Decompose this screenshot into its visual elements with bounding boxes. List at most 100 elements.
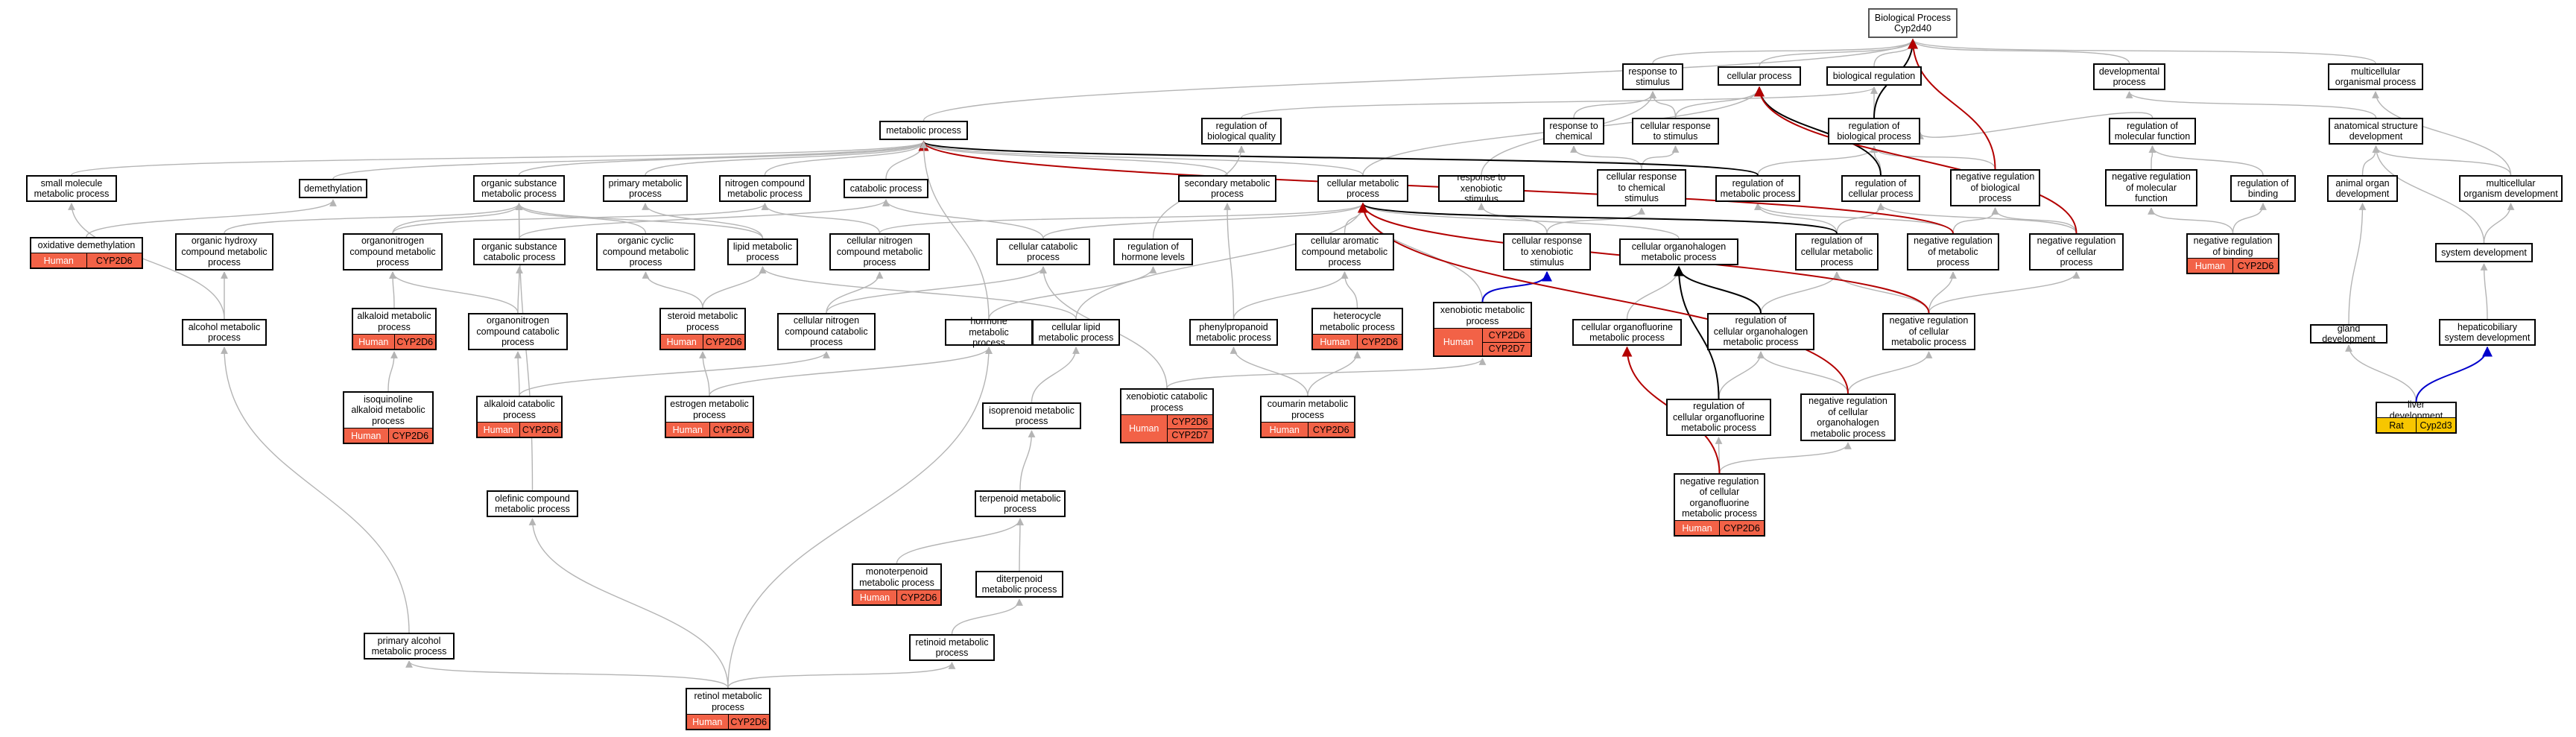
node-negative-regulation-of-cellular-metabolic-process[interactable]: negative regulation of cellular metaboli… [1882, 313, 1975, 350]
node-developmental-process[interactable]: developmental process [2093, 63, 2165, 90]
node-small-molecule-metabolic-process[interactable]: small molecule metabolic process [26, 175, 117, 202]
node-xenobiotic-metabolic-process[interactable]: xenobiotic metabolic process [1433, 302, 1532, 329]
gene-label: CYP2D6 [1171, 416, 1209, 427]
node-steroid-metabolic-process[interactable]: steroid metabolic process [659, 308, 746, 335]
node-estrogen-metabolic-process[interactable]: estrogen metabolic process [665, 396, 754, 423]
node-organic-substance-catabolic-process[interactable]: organic substance catabolic process [473, 238, 566, 265]
node-cellular-catabolic-process[interactable]: cellular catabolic process [996, 238, 1090, 265]
node-root[interactable]: Biological Process Cyp2d40 [1868, 8, 1958, 38]
node-terpenoid-metabolic-process[interactable]: terpenoid metabolic process [975, 490, 1066, 517]
node-lipid-metabolic-process[interactable]: lipid metabolic process [727, 238, 798, 265]
node-alkaloid-metabolic-process[interactable]: alkaloid metabolic process [352, 308, 437, 335]
node-phenylpropanoid-metabolic-process[interactable]: phenylpropanoid metabolic process [1189, 319, 1278, 346]
node-negative-regulation-of-biological-process[interactable]: negative regulation of biological proces… [1950, 169, 2040, 206]
node-coumarin-metabolic-process[interactable]: coumarin metabolic process [1260, 396, 1355, 423]
node-oxidative-demethylation[interactable]: oxidative demethylation [30, 237, 143, 253]
node-negative-regulation-of-cellular-process[interactable]: negative regulation of cellular process [2029, 233, 2124, 271]
node-system-development[interactable]: system development [2435, 243, 2533, 262]
node-isoquinoline-alkaloid-metabolic-process[interactable]: isoquinoline alkaloid metabolic process [343, 391, 434, 428]
node-cellular-organohalogen-metabolic-process[interactable]: cellular organohalogen metabolic process [1619, 238, 1738, 265]
node-retinol-metabolic-process[interactable]: retinol metabolic process [686, 688, 770, 715]
node-multicellular-organism-development[interactable]: multicellular organism development [2459, 175, 2563, 202]
node-negative-regulation-of-cellular-organofluorine-metabolic-process[interactable]: negative regulation of cellular organofl… [1674, 473, 1765, 521]
node-secondary-metabolic-process[interactable]: secondary metabolic process [1178, 175, 1276, 202]
edge-is-a [1718, 351, 1765, 399]
edge-is-a [1909, 39, 2376, 64]
edge-is-a [1833, 271, 1930, 314]
node-cellular-process[interactable]: cellular process [1718, 66, 1801, 86]
node-monoterpenoid-metabolic-process[interactable]: monoterpenoid metabolic process [852, 563, 942, 590]
node-regulation-of-cellular-process[interactable]: regulation of cellular process [1841, 175, 1920, 202]
node-response-to-chemical[interactable]: response to chemical [1543, 118, 1604, 145]
node-response-to-xenobiotic-stimulus[interactable]: response to xenobiotic stimulus [1438, 172, 1525, 204]
gene-label: CYP2D6 [392, 430, 429, 441]
node-negative-regulation-of-molecular-function[interactable]: negative regulation of molecular functio… [2105, 169, 2197, 206]
node-negative-regulation-of-cellular-organohalogen-metabolic-process[interactable]: negative regulation of cellular organoha… [1800, 393, 1896, 441]
node-biological-regulation[interactable]: biological regulation [1826, 66, 1922, 86]
edge-is-a [709, 347, 993, 396]
node-primary-metabolic-process[interactable]: primary metabolic process [603, 175, 688, 202]
edge-is-a [389, 271, 396, 309]
node-organic-cyclic-compound-metabolic-process[interactable]: organic cyclic compound metabolic proces… [596, 233, 695, 271]
edge-is-a [519, 199, 890, 239]
node-regulation-of-cellular-organofluorine-metabolic-process[interactable]: regulation of cellular organofluorine me… [1666, 399, 1771, 436]
node-regulation-of-cellular-metabolic-process[interactable]: regulation of cellular metabolic process [1795, 233, 1879, 271]
node-regulation-of-biological-quality[interactable]: regulation of biological quality [1201, 118, 1282, 145]
species-label: Human [2188, 259, 2233, 273]
node-regulation-of-cellular-organohalogen-metabolic-process[interactable]: regulation of cellular organohalogen met… [1707, 313, 1814, 350]
edge-is-a [1016, 518, 1024, 572]
node-gland-development[interactable]: gland development [2310, 323, 2387, 344]
node-organonitrogen-compound-catabolic-process[interactable]: organonitrogen compound catabolic proces… [468, 313, 568, 350]
node-cellular-nitrogen-compound-catabolic-process[interactable]: cellular nitrogen compound catabolic pro… [777, 313, 876, 350]
node-demethylation[interactable]: demethylation [299, 179, 367, 198]
node-negative-regulation-of-binding[interactable]: negative regulation of binding [2186, 233, 2279, 259]
node-isoprenoid-metabolic-process[interactable]: isoprenoid metabolic process [982, 402, 1081, 429]
edge-is-a [2148, 207, 2234, 234]
node-liver-development[interactable]: liver development [2376, 399, 2457, 421]
node-metabolic-process[interactable]: metabolic process [879, 121, 968, 140]
node-hormone-metabolic-process[interactable]: hormone metabolic process [945, 316, 1033, 348]
node-cellular-response-to-stimulus[interactable]: cellular response to stimulus [1632, 118, 1719, 145]
node-regulation-of-molecular-function[interactable]: regulation of molecular function [2109, 118, 2196, 145]
node-cellular-organofluorine-metabolic-process[interactable]: cellular organofluorine metabolic proces… [1572, 319, 1682, 346]
gene-label: CYP2D6 [1361, 336, 1398, 347]
node-retinoid-metabolic-process[interactable]: retinoid metabolic process [909, 634, 995, 661]
node-cellular-response-to-xenobiotic-stimulus[interactable]: cellular response to xenobiotic stimulus [1503, 233, 1591, 271]
node-diterpenoid-metabolic-process[interactable]: diterpenoid metabolic process [975, 571, 1063, 598]
node-primary-alcohol-metabolic-process[interactable]: primary alcohol metabolic process [364, 633, 455, 659]
node-hepaticobiliary-system-development[interactable]: hepaticobiliary system development [2439, 319, 2536, 346]
node-animal-organ-development[interactable]: animal organ development [2327, 175, 2398, 202]
node-organonitrogen-compound-metabolic-process[interactable]: organonitrogen compound metabolic proces… [343, 233, 443, 271]
node-regulation-of-biological-process[interactable]: regulation of biological process [1828, 118, 1920, 145]
node-regulation-of-metabolic-process[interactable]: regulation of metabolic process [1715, 175, 1800, 202]
node-response-to-stimulus[interactable]: response to stimulus [1622, 63, 1683, 90]
node-cellular-nitrogen-compound-metabolic-process[interactable]: cellular nitrogen compound metabolic pro… [829, 233, 930, 271]
edge-is-a [920, 141, 1228, 176]
gene-list: CYP2D6 [729, 715, 770, 729]
node-regulation-of-binding[interactable]: regulation of binding [2230, 175, 2296, 202]
node-xenobiotic-catabolic-process[interactable]: xenobiotic catabolic process [1120, 388, 1214, 415]
node-negative-regulation-of-metabolic-process[interactable]: negative regulation of metabolic process [1907, 233, 1999, 271]
node-organic-hydroxy-compound-metabolic-process[interactable]: organic hydroxy compound metabolic proce… [175, 233, 273, 271]
node-cellular-response-to-chemical-stimulus[interactable]: cellular response to chemical stimulus [1597, 169, 1686, 206]
node-organic-substance-metabolic-process[interactable]: organic substance metabolic process [473, 175, 565, 202]
node-cellular-lipid-metabolic-process[interactable]: cellular lipid metabolic process [1032, 319, 1120, 346]
node-alkaloid-catabolic-process[interactable]: alkaloid catabolic process [476, 396, 563, 423]
edge-is-a [2125, 91, 2377, 118]
node-catabolic-process[interactable]: catabolic process [844, 179, 928, 198]
edge-is-a [923, 39, 1917, 121]
node-heterocycle-metabolic-process[interactable]: heterocycle metabolic process [1311, 308, 1403, 335]
node-cellular-aromatic-compound-metabolic-process[interactable]: cellular aromatic compound metabolic pro… [1295, 233, 1394, 271]
node-alcohol-metabolic-process[interactable]: alcohol metabolic process [182, 319, 267, 346]
node-olefinic-compound-metabolic-process[interactable]: olefinic compound metabolic process [487, 490, 578, 517]
node-regulation-of-hormone-levels[interactable]: regulation of hormone levels [1113, 238, 1193, 265]
node-nitrogen-compound-metabolic-process[interactable]: nitrogen compound metabolic process [719, 175, 811, 202]
node-cellular-metabolic-process[interactable]: cellular metabolic process [1317, 175, 1408, 202]
node-multicellular-organismal-process[interactable]: multicellular organismal process [2328, 63, 2423, 90]
node-anatomical-structure-development[interactable]: anatomical structure development [2329, 118, 2423, 145]
gene-label: CYP2D6 [522, 424, 559, 435]
edge-is-a [2148, 145, 2156, 170]
